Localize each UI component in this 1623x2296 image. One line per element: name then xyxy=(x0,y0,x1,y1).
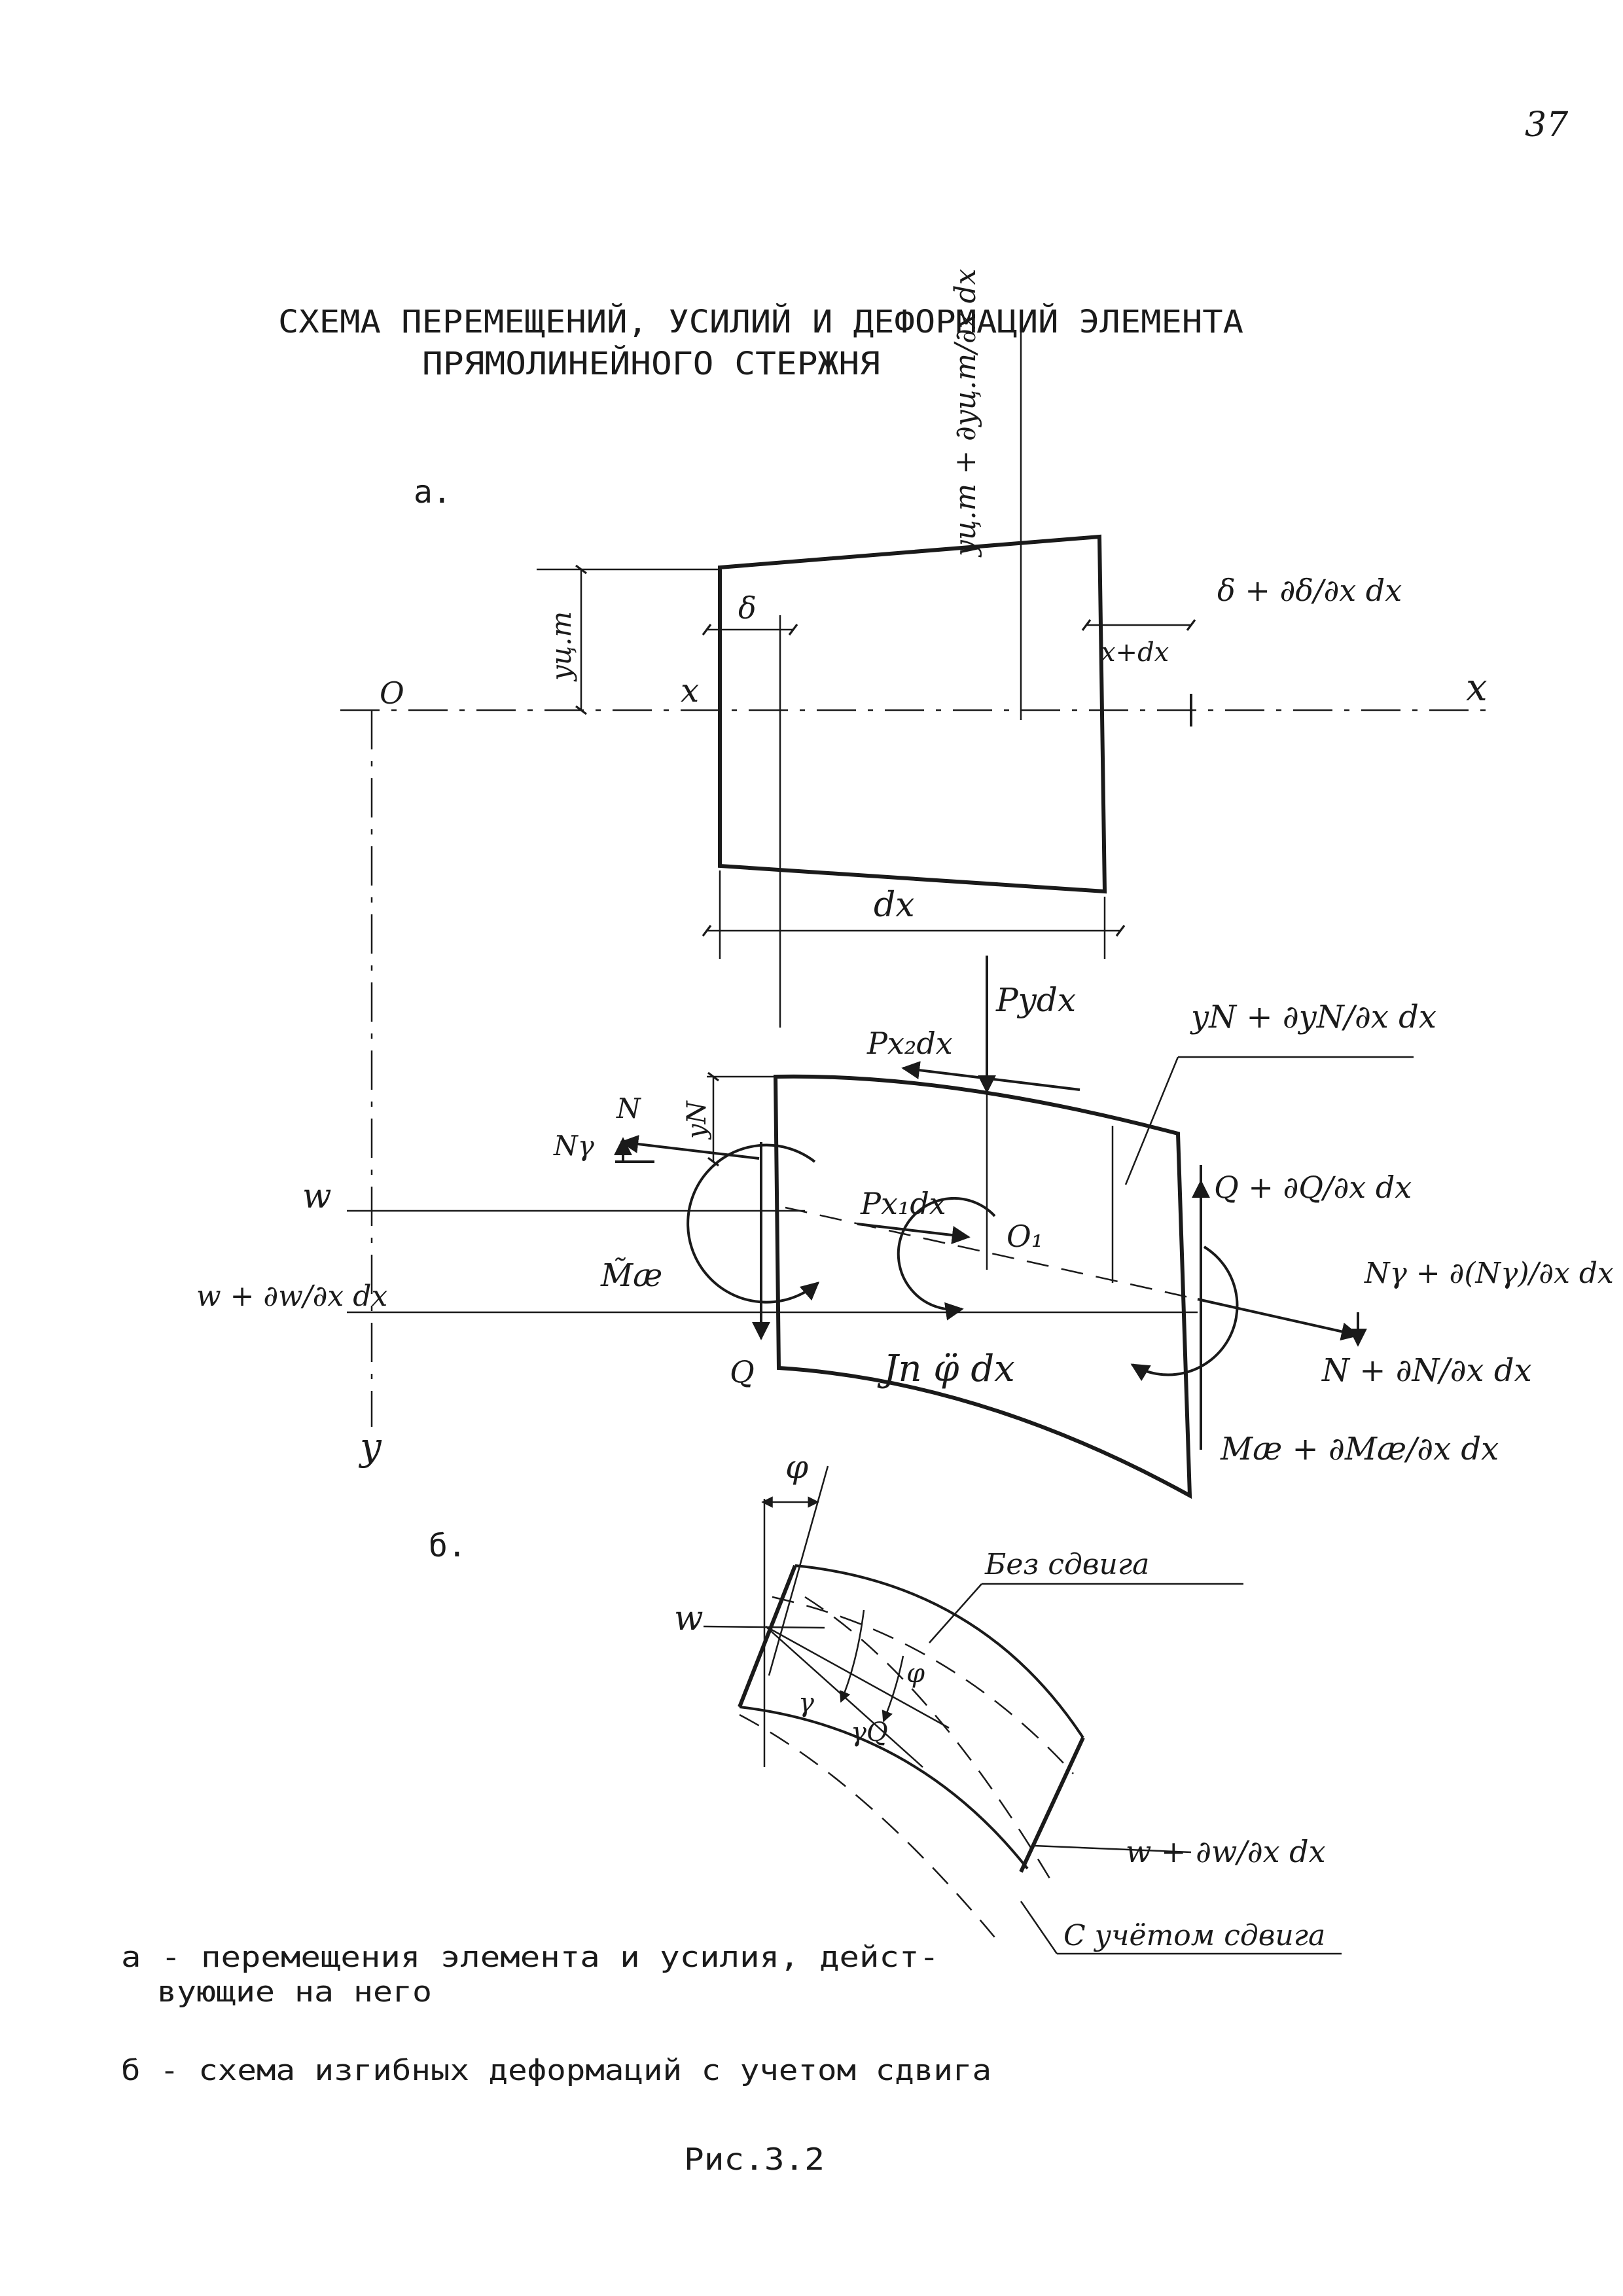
Px2-label: Px₂dx xyxy=(866,1026,953,1061)
phi-label: φ xyxy=(906,1659,925,1689)
yN-plus-label: yN + ∂yN/∂x dx xyxy=(1190,999,1436,1035)
N-gamma-plus-label: Nγ + ∂(Nγ)/∂x dx xyxy=(1364,1257,1614,1290)
beam-left-end xyxy=(738,1564,797,1708)
beam-right-end xyxy=(1019,1736,1085,1873)
N-plus-label: N + ∂N/∂x dx xyxy=(1321,1352,1532,1389)
x-axis-label: x xyxy=(1466,665,1488,709)
M-plus-label: Mæ + ∂Mæ/∂x dx xyxy=(1220,1431,1499,1467)
moment-left-arc xyxy=(687,1143,820,1304)
angle-line-1 xyxy=(765,1625,950,1729)
Q-plus-label: Q + ∂Q/∂x dx xyxy=(1214,1170,1412,1205)
beam-with-shear xyxy=(739,1596,1074,1938)
without-shear-label: Без сдвига xyxy=(984,1548,1149,1581)
N-arrow xyxy=(620,1135,760,1160)
panel-b-w-plus-label: w + ∂w/∂x dx xyxy=(1126,1834,1326,1869)
inertia-label: Jn φ̈ dx xyxy=(877,1348,1015,1390)
w-label: w xyxy=(302,1177,332,1216)
centroid-line xyxy=(785,1206,1198,1300)
x-plus-dx-label: x+dx xyxy=(1101,637,1169,668)
element-undeformed xyxy=(718,534,1107,894)
panel-a-displacements: а. O x y x x+dx yц.т yц.т + ∂yц.т/∂x dx … xyxy=(340,268,1488,1469)
N-gamma-label: Nγ xyxy=(553,1130,595,1162)
gamma-label: γ xyxy=(798,1688,814,1718)
without-shear-leader xyxy=(929,1583,982,1643)
diagram-title-line1: СХЕМА ПЕРЕМЕЩЕНИЙ, УСИЛИЙ И ДЕФОРМАЦИЙ Э… xyxy=(278,303,1243,340)
y-axis-label: y xyxy=(358,1424,382,1469)
gamma-arc xyxy=(839,1609,865,1703)
N-label: N xyxy=(616,1092,641,1124)
with-shear-leader xyxy=(1020,1901,1058,1954)
ycht-label: yц.т xyxy=(545,611,577,682)
moment-right-arc xyxy=(1130,1246,1239,1382)
O1-label: O₁ xyxy=(1007,1219,1043,1254)
panel-a-forces: w w + ∂w/∂x dx N Nγ yN yN + ∂yN/∂x dx Py… xyxy=(196,956,1614,1499)
figure-number: Рис.3.2 xyxy=(684,2142,825,2177)
caption-a-line1: а - перемещения элемента и усилия, дейст… xyxy=(121,1941,939,1974)
gammaQ-label: γQ xyxy=(851,1717,888,1748)
phi-top-label: φ xyxy=(785,1448,808,1486)
diagram-title-line2: ПРЯМОЛИНЕЙНОГО СТЕРЖНЯ xyxy=(422,345,880,382)
panel-b-marker: б. xyxy=(429,1528,467,1564)
with-shear-label: С учётом сдвига xyxy=(1063,1919,1325,1952)
moment-centre-arc xyxy=(897,1196,996,1321)
panel-b-shear: б. φ w γ γQ φ Без сдвига w + ∂w/∂x dx xyxy=(429,1448,1342,1955)
ycht-plus-label: yц.т + ∂yц.т/∂x dx xyxy=(949,268,982,558)
caption-b: б - схема изгибных деформаций с учетом с… xyxy=(121,2054,991,2087)
Px1-arrow xyxy=(857,1223,971,1244)
yN-label: yN xyxy=(682,1100,712,1140)
Px2-arrow xyxy=(901,1061,1080,1091)
element-deformed xyxy=(773,1074,1192,1499)
panel-b-w-line xyxy=(703,1625,825,1629)
delta-label: δ xyxy=(738,590,757,626)
angle-line-2 xyxy=(765,1626,923,1768)
yN-plus-leader xyxy=(1124,1056,1179,1185)
beam-without-shear xyxy=(739,1564,1084,1870)
panel-b-w-label: w xyxy=(674,1599,704,1638)
caption-a-line2: вующие на него xyxy=(157,1975,432,2009)
w-plus-label: w + ∂w/∂x dx xyxy=(196,1280,387,1313)
page-number: 37 xyxy=(1525,105,1569,145)
Q-label: Q xyxy=(730,1354,755,1390)
panel-b-w-plus-line xyxy=(1033,1844,1192,1854)
dx-label: dx xyxy=(874,886,915,925)
x-section-label: x xyxy=(681,672,699,709)
panel-a-marker: а. xyxy=(414,474,452,511)
N-plus-arrow xyxy=(1197,1298,1360,1341)
M-tilde-label: M̃æ xyxy=(600,1256,662,1294)
Py-label: Pydx xyxy=(995,981,1076,1019)
gammaQ-arc xyxy=(882,1655,904,1723)
origin-label: O xyxy=(380,675,404,711)
delta-plus-label: δ + ∂δ/∂x dx xyxy=(1217,573,1402,608)
